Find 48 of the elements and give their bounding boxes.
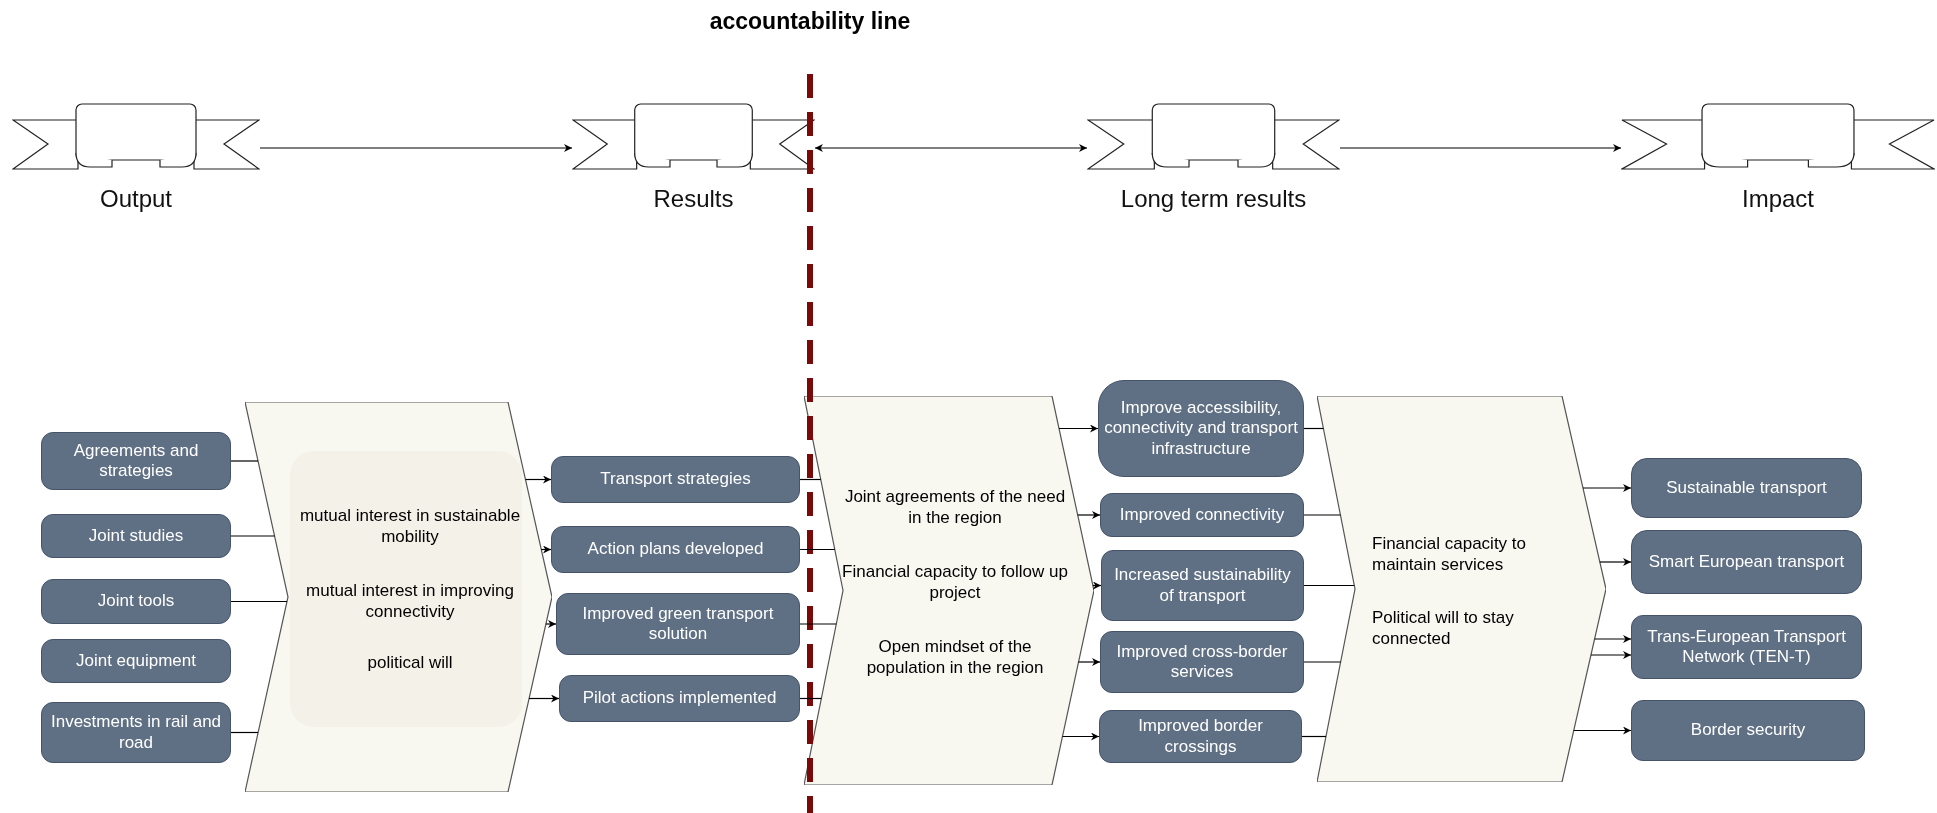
arrow: [1582, 484, 1632, 492]
outcome-box: Improved cross-border services: [1100, 631, 1304, 693]
outcome-box: Increased sustainability of transport: [1101, 550, 1304, 621]
arrow: [540, 545, 552, 554]
outcome-box: Smart European transport: [1631, 530, 1862, 594]
stage-label: Impact: [1741, 185, 1815, 213]
outcome-box: Pilot actions implemented: [559, 675, 800, 722]
chevron-text: Joint agreements of the need in the region: [843, 486, 1067, 529]
arrow: [1092, 581, 1102, 590]
arrow: [1061, 732, 1100, 741]
outcome-box: Improved connectivity: [1100, 493, 1304, 537]
chevron-text: mutual interest in sustainable mobility: [298, 505, 522, 548]
stage-label: Output: [98, 185, 173, 213]
outcome-box: Action plans developed: [551, 526, 800, 573]
chevron-text: political will: [366, 652, 454, 674]
outcome-box: Joint tools: [41, 579, 231, 624]
arrow: [545, 620, 557, 628]
stage-label: Results: [652, 185, 735, 213]
stage-label: Long term results: [1119, 185, 1308, 213]
chevron-text: Financial capacity to follow up project: [841, 561, 1069, 604]
chevron-text: Open mindset of the population in the region: [865, 636, 1045, 679]
outcome-box: Improve accessibility, connectivity and transport infrastructure: [1098, 380, 1304, 477]
arrow: [1058, 424, 1099, 433]
outcome-box: Joint studies: [41, 514, 231, 558]
accountability-label: accountability line: [708, 8, 912, 36]
outcome-box: Agreements and strategies: [41, 432, 231, 490]
outcome-box: Transport strategies: [551, 456, 800, 503]
chevron-text: mutual interest in improving connectivity: [305, 580, 515, 623]
chevron-text: Financial capacity to maintain services: [1372, 533, 1528, 576]
outcome-box: Sustainable transport: [1631, 458, 1862, 518]
arrow: [259, 144, 573, 152]
arrow: [524, 475, 552, 484]
arrow: [1573, 726, 1632, 735]
arrow: [1077, 511, 1101, 519]
arrow: [1077, 658, 1101, 666]
outcome-box: Border security: [1631, 700, 1865, 761]
outcome-box: Improved green transport solution: [556, 593, 800, 655]
outcome-box: Investments in rail and road: [41, 702, 231, 763]
arrow: [1599, 558, 1632, 566]
arrow: [1594, 635, 1632, 643]
outcome-box: Joint equipment: [41, 639, 231, 683]
arrow: [814, 144, 1088, 152]
outcome-box: Improved border crossings: [1099, 710, 1302, 763]
arrow: [1339, 144, 1622, 152]
chevron-text: Political will to stay connected: [1372, 607, 1515, 650]
arrow: [1590, 651, 1632, 659]
arrow: [528, 694, 560, 703]
outcome-box: Trans-European Transport Network (TEN-T): [1631, 615, 1862, 679]
